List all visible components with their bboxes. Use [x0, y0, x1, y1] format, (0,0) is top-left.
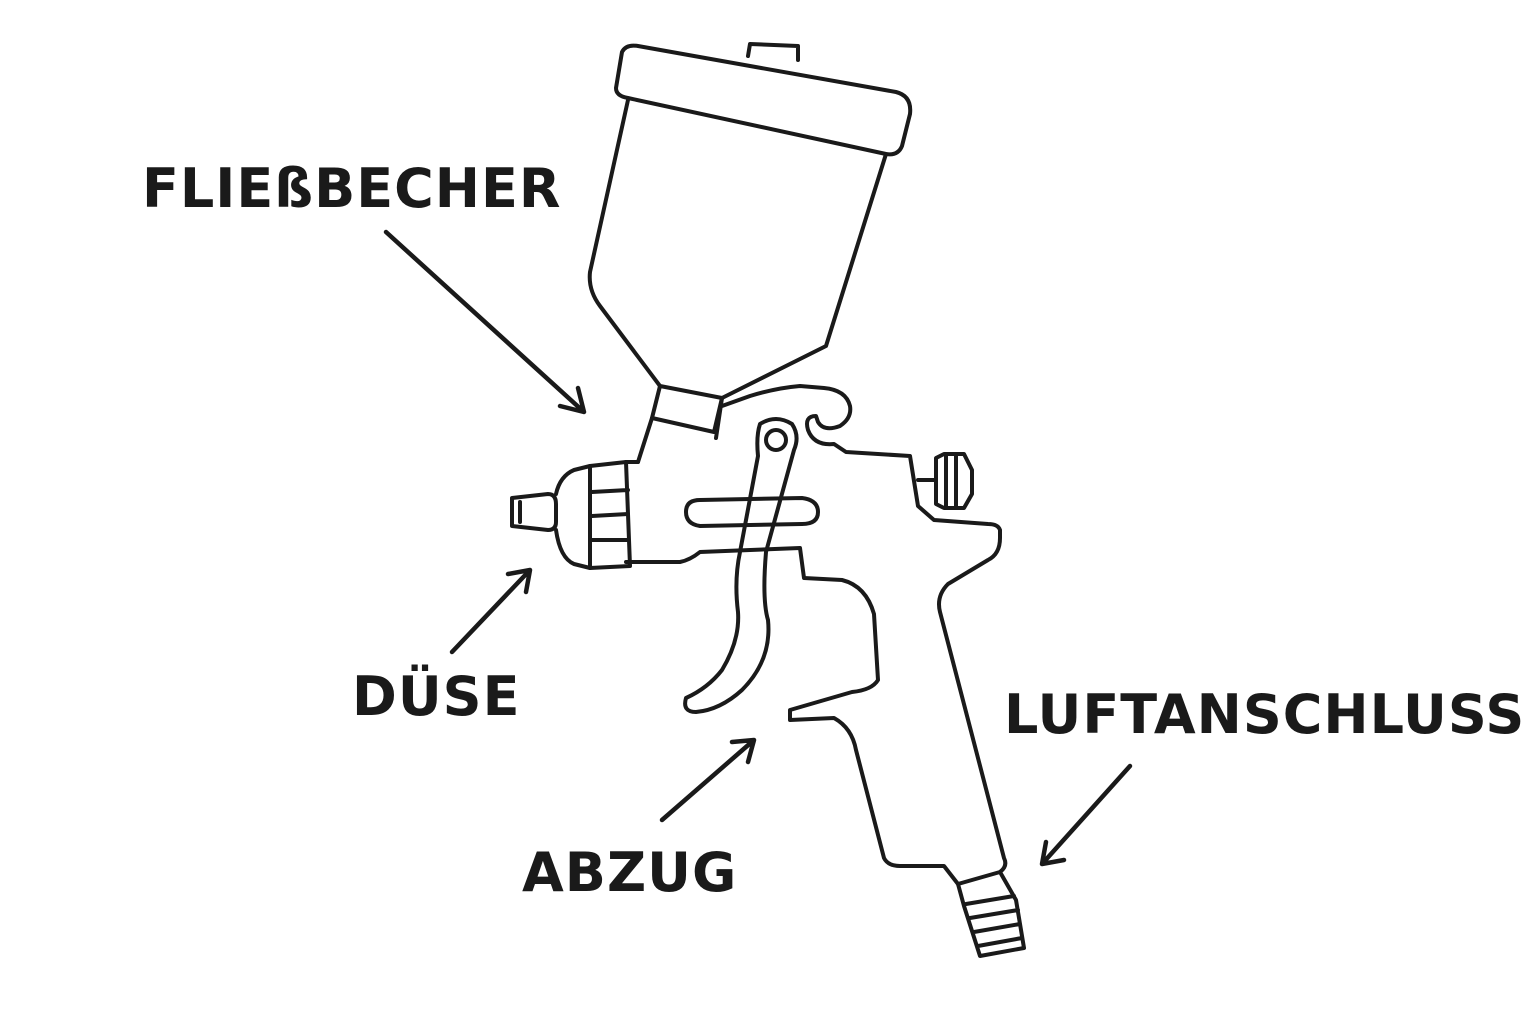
- label-gravity-cup: FLIEßBECHER: [142, 157, 562, 220]
- trigger-pivot: [764, 428, 788, 452]
- label-nozzle: DÜSE: [352, 665, 521, 728]
- cup-lid-knob: [746, 42, 800, 62]
- trigger-lever: [683, 417, 799, 714]
- gun-body: [624, 384, 1008, 886]
- body-slot: [684, 496, 820, 528]
- label-air-connector: LUFTANSCHLUSS: [1004, 683, 1526, 746]
- air-connector: [956, 870, 1026, 958]
- arrow-nozzle: [449, 567, 533, 655]
- air-connector-thread: [956, 870, 1026, 958]
- nozzle-cap: [554, 464, 592, 570]
- leader-arrows: [383, 229, 1133, 867]
- gun-body-outline: [624, 384, 1008, 886]
- arrow-trigger: [659, 737, 757, 823]
- label-trigger: ABZUG: [522, 841, 738, 904]
- nozzle-tip: [510, 492, 558, 532]
- adjustment-knob: [916, 452, 974, 510]
- arrow-cup: [383, 229, 587, 415]
- cup-lid: [614, 43, 913, 157]
- gravity-cup: [587, 42, 913, 434]
- arrow-air-connector: [1039, 763, 1133, 867]
- nozzle-ring: [588, 460, 632, 570]
- trigger: [683, 417, 799, 714]
- cup-body: [587, 98, 888, 400]
- nozzle: [510, 460, 640, 570]
